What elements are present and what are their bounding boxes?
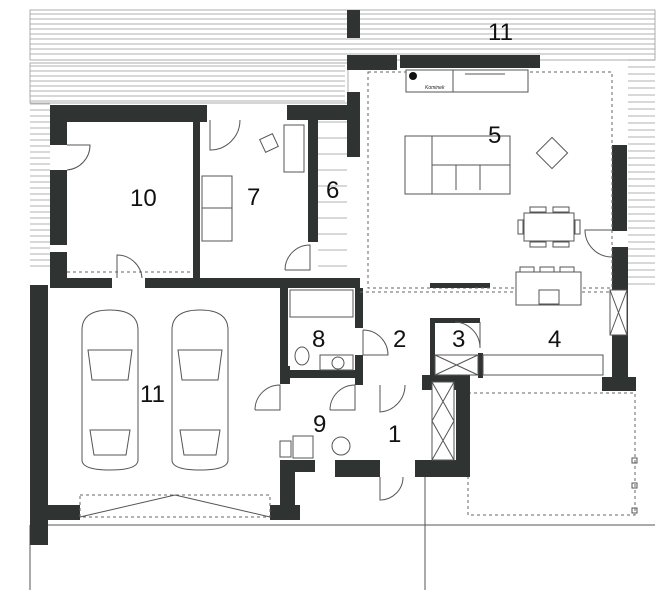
room-label-8: 8 bbox=[312, 326, 325, 353]
room-7-furniture bbox=[201, 124, 305, 242]
car-right bbox=[171, 309, 229, 471]
room-label-11-garage: 11 bbox=[140, 381, 165, 408]
deck-top bbox=[30, 13, 655, 55]
dining-table bbox=[517, 206, 581, 248]
fireplace-icon bbox=[409, 72, 417, 80]
deck-left-outline bbox=[29, 62, 349, 104]
pantry-shelves bbox=[434, 354, 479, 376]
room-8-fixtures bbox=[289, 289, 354, 371]
kitchen-island bbox=[515, 266, 582, 306]
room-label-3: 3 bbox=[452, 326, 465, 353]
deck-top-outline bbox=[29, 9, 656, 61]
room-label-11-deck: 11 bbox=[488, 19, 513, 46]
terrace-outline bbox=[467, 392, 636, 516]
deck-right bbox=[628, 59, 655, 285]
room-label-1: 1 bbox=[388, 421, 401, 448]
armchair bbox=[535, 136, 569, 170]
kitchen-counters bbox=[482, 289, 628, 376]
fireplace-label: Kominek bbox=[425, 85, 445, 91]
sofa bbox=[404, 135, 511, 195]
room-label-2: 2 bbox=[393, 326, 406, 353]
hall-wardrobe bbox=[431, 381, 455, 461]
deck-left bbox=[30, 65, 345, 267]
garage-door bbox=[79, 494, 271, 518]
wall-segment bbox=[430, 283, 473, 288]
room-label-6: 6 bbox=[326, 177, 339, 204]
fireplace-cabinet bbox=[405, 69, 529, 93]
stairs bbox=[318, 121, 347, 267]
doors bbox=[66, 119, 613, 501]
floor-areas bbox=[48, 70, 612, 506]
room-label-4: 4 bbox=[548, 326, 561, 353]
room-label-9: 9 bbox=[313, 411, 326, 438]
car-left bbox=[81, 309, 139, 471]
terrace-posts bbox=[631, 457, 638, 514]
room-label-10: 10 bbox=[130, 185, 157, 212]
walls bbox=[30, 10, 636, 545]
room-label-7: 7 bbox=[247, 184, 260, 211]
room-label-5: 5 bbox=[488, 122, 501, 149]
room-9-fixtures bbox=[279, 435, 351, 459]
